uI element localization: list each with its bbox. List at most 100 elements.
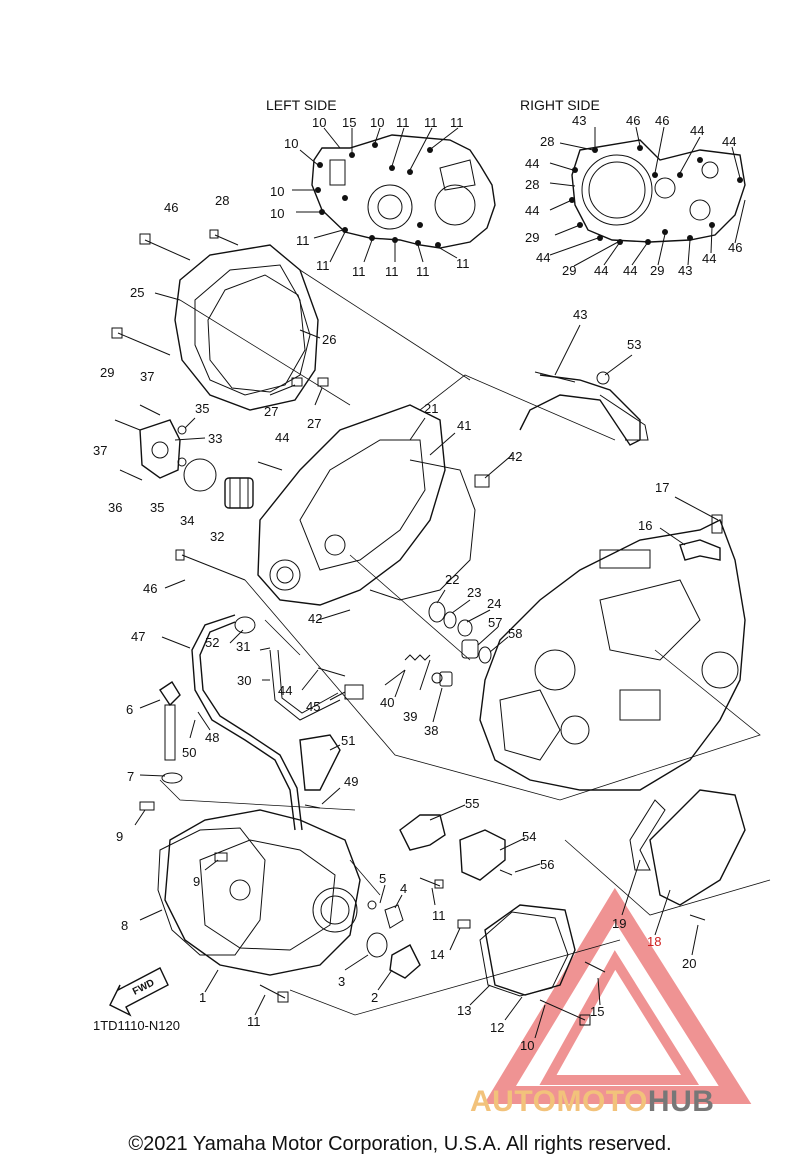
callout: 44 [278, 683, 292, 698]
callout: 43 [678, 263, 692, 278]
clutch-cover-gasket [207, 274, 311, 393]
callout: 46 [655, 113, 669, 128]
callout: 38 [424, 723, 438, 738]
callout: 31 [236, 639, 250, 654]
callout: 44 [536, 250, 550, 265]
callout: 47 [131, 629, 145, 644]
callout: 17 [655, 480, 669, 495]
callout: 10 [284, 136, 298, 151]
callout: 42 [508, 449, 522, 464]
left-side-inset [292, 127, 496, 263]
callout: 29 [525, 230, 539, 245]
callout: 11 [316, 258, 330, 273]
callout: 8 [121, 918, 128, 933]
callout: 44 [702, 251, 716, 266]
callout: 36 [108, 500, 122, 515]
callout: 56 [540, 857, 554, 872]
callout: 30 [237, 673, 251, 688]
watermark-text: AUTOMOTOHUB [470, 1085, 715, 1118]
callout: 40 [380, 695, 394, 710]
callout: 5 [379, 871, 386, 886]
callout: 24 [487, 596, 501, 611]
callout: 23 [467, 585, 481, 600]
left-side-callouts: 10 15 10 11 11 11 10 10 10 11 11 11 11 1… [270, 115, 470, 279]
shaft-seals [428, 601, 492, 664]
fwd-arrow [109, 967, 169, 1017]
callout: 10 [370, 115, 384, 130]
callout: 46 [164, 200, 178, 215]
cover-54-55 [399, 814, 506, 881]
callout: 15 [590, 1004, 604, 1019]
callout: 44 [623, 263, 637, 278]
callout: 26 [322, 332, 336, 347]
callout: 28 [540, 134, 554, 149]
callout: 27 [307, 416, 321, 431]
callout: 48 [205, 730, 219, 745]
callout: 50 [182, 745, 196, 760]
callout: 14 [430, 947, 444, 962]
callout: 10 [312, 115, 326, 130]
front-cover-gasket [157, 827, 266, 956]
callout: 28 [525, 177, 539, 192]
callout: 2 [371, 990, 378, 1005]
callout: 29 [650, 263, 664, 278]
callout: 46 [626, 113, 640, 128]
callout: 46 [143, 581, 157, 596]
callout: 29 [100, 365, 114, 380]
right-side-inset [549, 126, 746, 267]
callout: 11 [352, 264, 366, 279]
oil-filter-cover-group [139, 419, 254, 509]
callout: 3 [338, 974, 345, 989]
callout: 43 [572, 113, 586, 128]
callout: 33 [208, 431, 222, 446]
callout: 44 [594, 263, 608, 278]
callout: 22 [445, 572, 459, 587]
callout: 11 [450, 115, 464, 130]
callout: 10 [270, 184, 284, 199]
callout: 41 [457, 418, 471, 433]
callout: 42 [308, 611, 322, 626]
callout: 11 [456, 256, 470, 271]
callout: 49 [344, 774, 358, 789]
callout: 51 [341, 733, 355, 748]
assembly-guides [159, 374, 771, 1016]
callout: 54 [522, 829, 536, 844]
callout: 11 [247, 1014, 261, 1029]
callout: 10 [270, 206, 284, 221]
callout: 11 [296, 233, 310, 248]
callout: 44 [275, 430, 289, 445]
callout: 6 [126, 702, 133, 717]
sprocket-guard [629, 789, 746, 906]
crankcase-right [479, 519, 746, 791]
callout: 43 [573, 307, 587, 322]
watermark-logo [484, 887, 752, 1104]
callout: 1 [199, 990, 206, 1005]
callout: 18 [647, 934, 661, 949]
oil-pipe [191, 614, 303, 831]
callout: 13 [457, 1003, 471, 1018]
gasket-13 [479, 911, 569, 997]
callout: 20 [682, 956, 696, 971]
callout: 37 [93, 443, 107, 458]
callout: 35 [195, 401, 209, 416]
callout: 32 [210, 529, 224, 544]
callout: 39 [403, 709, 417, 724]
crankcase-cover-front [164, 809, 361, 976]
crankcase-left [257, 404, 446, 606]
spring-and-plug [384, 654, 453, 687]
callout: 11 [385, 264, 399, 279]
leader-lines [134, 292, 699, 1039]
callout: 46 [728, 240, 742, 255]
callout: 19 [612, 916, 626, 931]
callout: 45 [306, 699, 320, 714]
callout: 28 [215, 193, 229, 208]
callout: 11 [424, 115, 438, 130]
dowel-pins [139, 377, 490, 929]
callout: 11 [416, 264, 430, 279]
hook-bracket [674, 496, 723, 561]
bracket [519, 371, 649, 446]
callout: 44 [525, 156, 539, 171]
callout: 44 [525, 203, 539, 218]
callout: 44 [690, 123, 704, 138]
